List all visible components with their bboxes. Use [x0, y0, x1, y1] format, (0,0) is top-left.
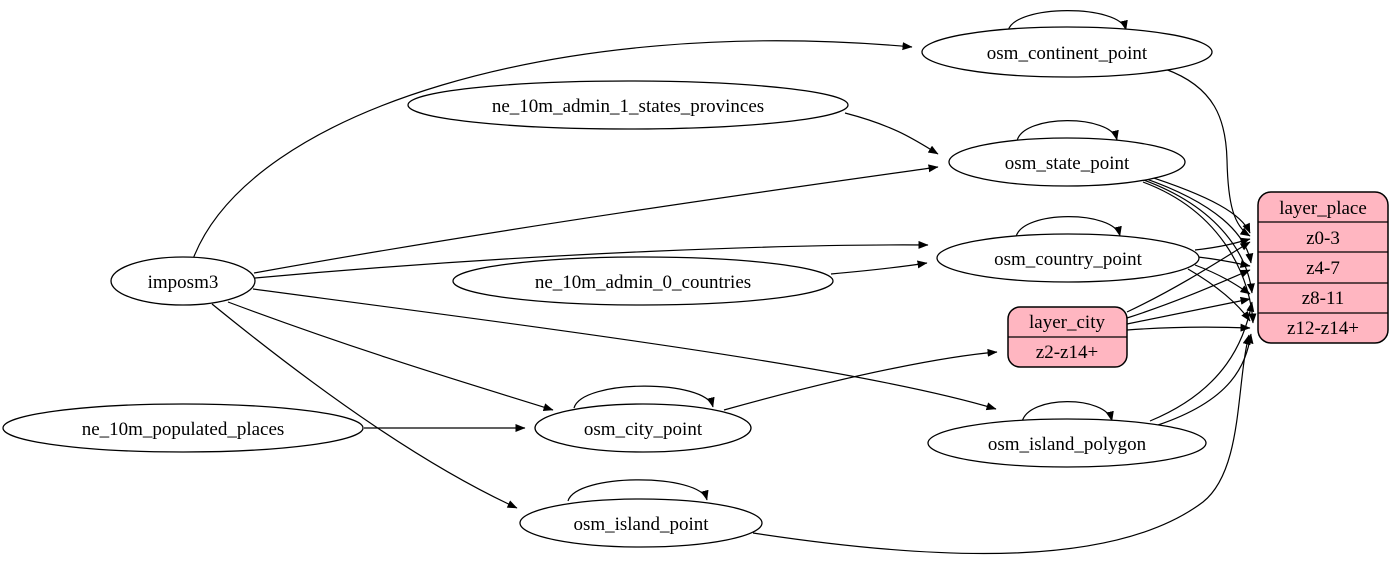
- record-layer_place: layer_place z0-3 z4-7 z8-11 z12-z14+: [1257, 191, 1389, 344]
- node-imposm3-shape: [110, 256, 256, 306]
- edge-self-osm_state_point: [1016, 120, 1119, 142]
- node-osm_continent_point-shape: [921, 26, 1213, 78]
- edge-layer_city-layer_place-z12-z14: [1126, 323, 1251, 332]
- node-osm_city_point-shape: [534, 403, 752, 453]
- edge-layer_city-layer_place-z8-11: [1126, 296, 1251, 325]
- edge-osm_country_point-layer_place-z0-3: [1194, 237, 1251, 251]
- node-ne_10m_admin_1_states_provinces: ne_10m_admin_1_states_provinces: [407, 80, 849, 130]
- edge-layer_city-layer_place-z4-7: [1126, 269, 1251, 319]
- node-osm_country_point-label: osm_country_point: [994, 249, 1142, 270]
- edges: [192, 10, 1257, 555]
- edge-ne_10m_admin_0_countries-osm_country_point: [830, 260, 928, 275]
- edge-osm_country_point-layer_place-z8-11: [1194, 264, 1251, 295]
- edge-osm_state_point-layer_place-z4-7: [1137, 175, 1254, 264]
- edge-imposm3-osm_city_point: [227, 301, 554, 411]
- edge-imposm3-osm_country_point: [254, 240, 929, 279]
- node-osm_island_polygon-shape: [927, 418, 1207, 468]
- record-layer_place-row-z8-11: z8-11: [1302, 288, 1345, 309]
- node-ne_10m_populated_places-label: ne_10m_populated_places: [82, 419, 285, 440]
- edge-osm_city_point-layer_city-z2-z14: [723, 348, 998, 411]
- node-osm_city_point-label: osm_city_point: [584, 419, 703, 440]
- record-layer_place-shape: [1257, 191, 1389, 344]
- node-ne_10m_populated_places: ne_10m_populated_places: [2, 403, 364, 453]
- node-ne_10m_admin_1_states_provinces-shape: [407, 80, 849, 130]
- record-layer_place-row-z12-z14: z12-z14+: [1287, 318, 1359, 339]
- edge-self-osm_island_point: [567, 479, 709, 502]
- edge-imposm3-osm_island_polygon: [252, 288, 997, 411]
- node-osm_country_point: osm_country_point: [936, 233, 1200, 283]
- record-layer_city-row-z2-z14: z2-z14+: [1036, 342, 1098, 363]
- edge-layer_city-layer_place-z0-3: [1126, 241, 1251, 313]
- record-layer_city: layer_city z2-z14+: [1007, 306, 1128, 368]
- edge-osm_country_point-layer_place-z12-z14: [1187, 268, 1251, 322]
- node-osm_city_point: osm_city_point: [534, 403, 752, 453]
- node-osm_state_point-shape: [948, 137, 1186, 187]
- node-osm_continent_point-label: osm_continent_point: [987, 43, 1148, 64]
- record-layer_place-row-z0-3: z0-3: [1306, 228, 1340, 249]
- edge-osm_country_point-layer_place-z4-7: [1197, 256, 1251, 268]
- node-osm_country_point-shape: [936, 233, 1200, 283]
- node-imposm3-label: imposm3: [148, 272, 219, 293]
- node-osm_island_point-label: osm_island_point: [573, 514, 709, 535]
- node-imposm3: imposm3: [110, 256, 256, 306]
- node-osm_island_point-shape: [519, 498, 763, 548]
- edge-self-osm_country_point: [1015, 216, 1122, 238]
- record-layer_place-title: layer_place: [1279, 198, 1367, 219]
- edge-osm_island_point-layer_place-z12-z14: [752, 334, 1251, 555]
- edge-self-osm_city_point: [573, 385, 715, 409]
- record-layer_city-title: layer_city: [1029, 312, 1105, 333]
- edge-imposm3-osm_state_point: [253, 164, 939, 274]
- edge-osm_state_point-layer_place-z8-11: [1140, 178, 1255, 294]
- node-osm_island_polygon: osm_island_polygon: [927, 418, 1207, 468]
- edge-osm_state_point-layer_place-z0-3: [1134, 171, 1251, 234]
- node-ne_10m_admin_0_countries-label: ne_10m_admin_0_countries: [535, 272, 751, 293]
- node-osm_island_point: osm_island_point: [519, 498, 763, 548]
- edge-imposm3-osm_island_point: [211, 303, 518, 509]
- node-osm_continent_point: osm_continent_point: [921, 26, 1213, 78]
- record-layer_place-row-z4-7: z4-7: [1306, 258, 1340, 279]
- edge-self-osm_continent_point: [1007, 10, 1128, 32]
- edge-imposm3-osm_continent_point: [192, 40, 913, 260]
- node-osm_state_point: osm_state_point: [948, 137, 1186, 187]
- edge-osm_island_polygon-layer_place-z8-11: [1149, 301, 1255, 422]
- node-ne_10m_populated_places-shape: [2, 403, 364, 453]
- edge-self-osm_island_polygon: [1021, 401, 1114, 423]
- edge-osm_continent_point-layer_place-z0-3: [1164, 68, 1251, 237]
- edge-ne_10m_admin_1_states_provinces-osm_state_point: [844, 112, 939, 155]
- node-osm_state_point-label: osm_state_point: [1005, 153, 1130, 174]
- node-ne_10m_admin_0_countries-shape: [452, 256, 834, 306]
- node-ne_10m_admin_1_states_provinces-label: ne_10m_admin_1_states_provinces: [492, 96, 764, 117]
- node-osm_island_polygon-label: osm_island_polygon: [988, 434, 1147, 455]
- node-ne_10m_admin_0_countries: ne_10m_admin_0_countries: [452, 256, 834, 306]
